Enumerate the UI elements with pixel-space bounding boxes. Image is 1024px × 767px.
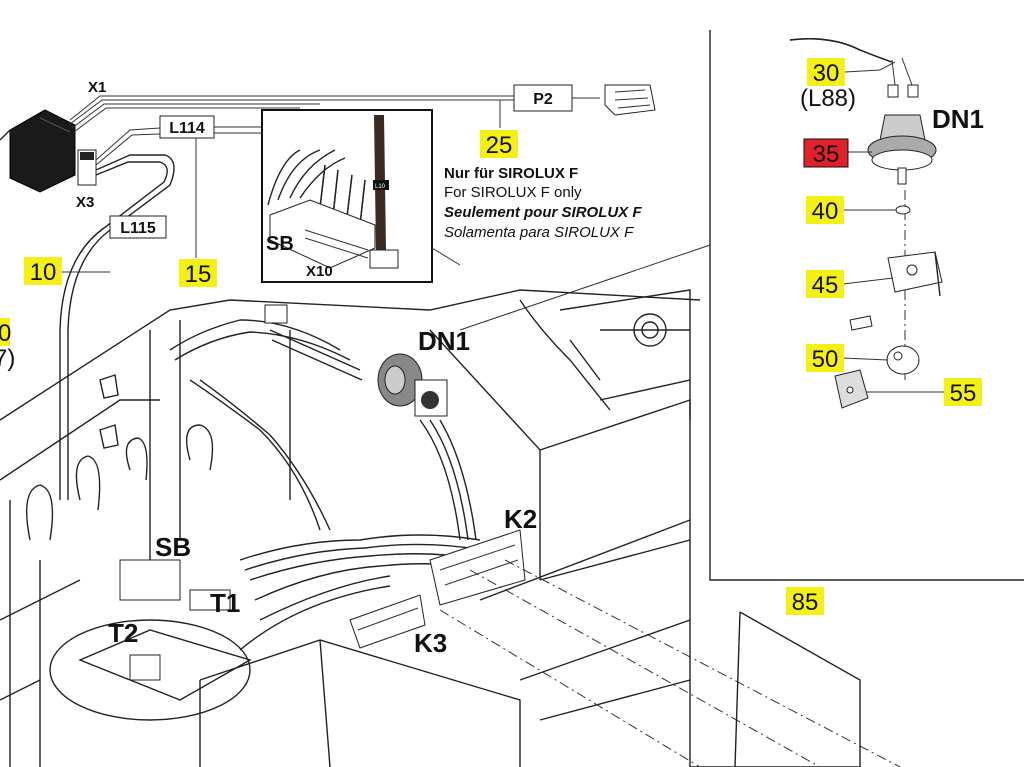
- callout-35: 35: [803, 138, 849, 168]
- label-dn1-main: DN1: [418, 326, 470, 356]
- label-x3: X3: [76, 194, 94, 211]
- note-de: Nur für SIROLUX F: [444, 165, 578, 182]
- detail-panel-border: [709, 30, 1024, 581]
- svg-text:55: 55: [950, 380, 977, 407]
- note-fr: Seulement pour SIROLUX F: [444, 204, 642, 221]
- label-t2: T2: [108, 618, 138, 648]
- svg-text:L114: L114: [169, 120, 205, 137]
- label-dn1-detail: DN1: [932, 104, 984, 134]
- callout-15: 15: [179, 259, 217, 288]
- label-p2: P2: [513, 84, 573, 112]
- label-x10: X10: [306, 263, 333, 280]
- top-wiring: L10: [0, 84, 711, 500]
- label-sb-inset: SB: [266, 233, 294, 255]
- sirolux-note: Nur für SIROLUX F For SIROLUX F only Seu…: [444, 165, 642, 241]
- svg-text:L115: L115: [120, 220, 156, 237]
- label-t1: T1: [210, 588, 240, 618]
- note-en: For SIROLUX F only: [444, 184, 582, 201]
- label-l115: L115: [109, 215, 167, 239]
- svg-text:50: 50: [812, 346, 839, 373]
- callout-50: 50: [806, 344, 844, 373]
- dn1-detail-parts: [789, 38, 943, 409]
- svg-text:10: 10: [30, 259, 57, 286]
- callout-10: 10: [24, 257, 62, 286]
- callout-partial-left: 0: [0, 318, 11, 347]
- callout-85: 85: [786, 587, 824, 616]
- callout-partial-left-sub: 7): [0, 345, 15, 372]
- label-k3: K3: [414, 628, 447, 658]
- callout-25: 25: [480, 130, 518, 159]
- label-sb-main: SB: [155, 532, 191, 562]
- svg-text:P2: P2: [533, 91, 553, 108]
- label-k2: K2: [504, 504, 537, 534]
- label-x1: X1: [88, 79, 106, 96]
- svg-text:25: 25: [486, 132, 513, 159]
- svg-text:40: 40: [812, 198, 839, 225]
- svg-text:30: 30: [813, 60, 840, 87]
- callout-55: 55: [944, 378, 982, 407]
- svg-text:85: 85: [792, 589, 819, 616]
- note-es: Solamenta para SIROLUX F: [444, 224, 634, 241]
- callout-30-sub: (L88): [800, 85, 856, 112]
- label-l114: L114: [159, 115, 215, 139]
- svg-text:35: 35: [813, 141, 840, 168]
- svg-text:0: 0: [0, 320, 11, 347]
- callout-30: 30: [807, 58, 845, 87]
- callout-45: 45: [806, 270, 844, 299]
- svg-text:15: 15: [185, 261, 212, 288]
- leader-lines: [60, 61, 944, 614]
- machine-body: [0, 190, 906, 767]
- callout-40: 40: [806, 196, 844, 225]
- svg-text:L10: L10: [375, 184, 386, 190]
- svg-text:45: 45: [812, 272, 839, 299]
